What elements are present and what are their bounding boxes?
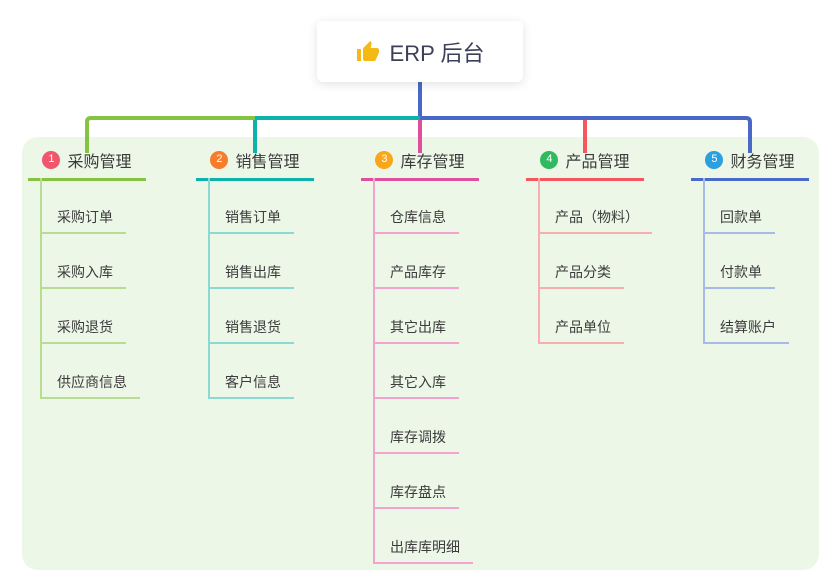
child-node[interactable]: 其它出库 bbox=[373, 318, 459, 344]
child-node[interactable]: 采购退货 bbox=[40, 318, 126, 344]
child-node[interactable]: 结算账户 bbox=[703, 318, 789, 344]
branch-2-heading[interactable]: 2 销售管理 bbox=[196, 148, 314, 181]
branch-5-heading[interactable]: 5 财务管理 bbox=[691, 148, 809, 181]
branch-3-badge-icon: 3 bbox=[375, 150, 394, 169]
branch-4-label: 产品管理 bbox=[565, 153, 630, 171]
mindmap-canvas bbox=[22, 137, 819, 570]
branch-2-badge-icon: 2 bbox=[210, 150, 229, 169]
branch-3-heading[interactable]: 3 库存管理 bbox=[361, 148, 479, 181]
child-node[interactable]: 销售退货 bbox=[208, 318, 294, 344]
branch-1-badge-icon: 1 bbox=[42, 150, 61, 169]
child-node[interactable]: 采购入库 bbox=[40, 263, 126, 289]
branch-4-badge-icon: 4 bbox=[540, 150, 559, 169]
child-node[interactable]: 付款单 bbox=[703, 263, 775, 289]
root-node[interactable]: ERP 后台 bbox=[317, 21, 523, 82]
child-node[interactable]: 客户信息 bbox=[208, 373, 294, 399]
child-node[interactable]: 仓库信息 bbox=[373, 208, 459, 234]
child-node[interactable]: 库存盘点 bbox=[373, 483, 459, 509]
branch-1-label: 采购管理 bbox=[67, 153, 132, 171]
child-node[interactable]: 产品分类 bbox=[538, 263, 624, 289]
child-node[interactable]: 产品（物料） bbox=[538, 208, 652, 234]
child-node[interactable]: 产品单位 bbox=[538, 318, 624, 344]
branch-4-heading[interactable]: 4 产品管理 bbox=[526, 148, 644, 181]
branch-5-rail bbox=[703, 178, 705, 344]
child-node[interactable]: 出库库明细 bbox=[373, 538, 473, 564]
child-node[interactable]: 回款单 bbox=[703, 208, 775, 234]
branch-5-badge-icon: 5 bbox=[705, 150, 724, 169]
root-node-label: ERP 后台 bbox=[389, 40, 485, 66]
branch-2-label: 销售管理 bbox=[235, 153, 300, 171]
thumbs-up-icon bbox=[356, 40, 380, 64]
branch-4-rail bbox=[538, 178, 540, 344]
child-node[interactable]: 其它入库 bbox=[373, 373, 459, 399]
branch-5-label: 财务管理 bbox=[730, 153, 795, 171]
child-node[interactable]: 采购订单 bbox=[40, 208, 126, 234]
child-node[interactable]: 供应商信息 bbox=[40, 373, 140, 399]
child-node[interactable]: 产品库存 bbox=[373, 263, 459, 289]
branch-3-rail bbox=[373, 178, 375, 564]
branch-1-heading[interactable]: 1 采购管理 bbox=[28, 148, 146, 181]
branch-3-label: 库存管理 bbox=[400, 153, 465, 171]
child-node[interactable]: 库存调拨 bbox=[373, 428, 459, 454]
child-node[interactable]: 销售出库 bbox=[208, 263, 294, 289]
child-node[interactable]: 销售订单 bbox=[208, 208, 294, 234]
